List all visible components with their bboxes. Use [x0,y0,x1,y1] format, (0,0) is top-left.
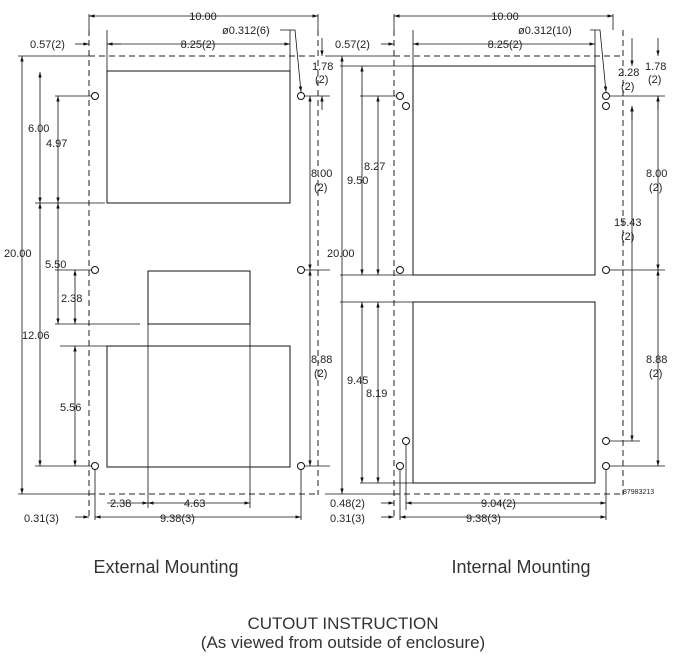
mount-hole [297,266,305,274]
lower-cutout [106,345,291,468]
int-right-15-43: 15.43 [614,217,642,229]
mount-hole [402,437,410,445]
external-mounting-diagram: 10.00 8.25(2) 0.57(2) ø0.312(6) 1.78 (2)… [4,11,333,525]
ext-overall-height: 20.00 [4,248,32,260]
ext-right-8-88-qty: (2) [314,368,327,380]
int-dim-8-27: 8.27 [364,161,385,173]
int-bottom-left-a: 0.48(2) [330,498,365,510]
int-dim-8-19: 8.19 [366,388,387,400]
int-bottom-9-04: 9.04(2) [481,498,516,510]
external-caption: External Mounting [93,557,238,577]
int-bottom-left-b: 0.31(3) [330,513,365,525]
int-right-8-00-qty: (2) [649,182,662,194]
int-right-8-00: 8.00 [646,168,667,180]
ext-top-offset: 1.78 [312,61,333,73]
int-overall-height: 20.00 [327,248,355,260]
int-overall-width: 10.00 [491,11,519,23]
ext-dim-6-00: 6.00 [28,123,49,135]
int-right-15-43-qty: (2) [621,231,634,243]
mount-hole [396,462,404,470]
upper-cutout [412,65,596,276]
int-top-2-28: 2.28 [618,67,639,79]
cutout-subtitle: (As viewed from outside of enclosure) [201,633,485,652]
ext-overall-width: 10.00 [189,11,217,23]
lower-cutout [412,301,596,484]
int-top-1-78: 1.78 [645,61,666,73]
int-right-8-88: 8.88 [646,354,667,366]
ext-top-offset-qty: (2) [315,74,328,86]
int-top-1-78-qty: (2) [648,74,661,86]
ext-bottom-2-38: 2.38 [110,498,131,510]
ext-dim-2-38: 2.38 [61,293,82,305]
int-dim-9-45: 9.45 [347,375,368,387]
upper-cutout [106,70,291,204]
int-bottom-9-38: 9.38(3) [466,513,501,525]
internal-mounting-diagram: 10.00 8.25(2) 0.57(2) ø0.312(10) 2.28 (2… [325,11,667,525]
ext-hole-dia: ø0.312(6) [222,25,270,37]
int-right-8-88-qty: (2) [649,368,662,380]
mount-hole [396,266,404,274]
mount-hole [91,92,99,100]
int-dim-9-50: 9.50 [347,175,368,187]
ext-bottom-left: 0.31(3) [24,513,59,525]
mount-hole [602,437,610,445]
drawing-ref: 87983213 [623,489,654,496]
ext-dim-4-97: 4.97 [46,138,67,150]
cutout-title: CUTOUT INSTRUCTION [247,614,438,633]
int-inner-width: 8.25(2) [488,39,523,51]
int-hole-dia: ø0.312(10) [518,25,572,37]
ext-left-offset: 0.57(2) [30,39,65,51]
ext-bottom-9-38: 9.38(3) [160,513,195,525]
mount-hole [297,462,305,470]
internal-caption: Internal Mounting [451,557,590,577]
int-top-2-28-qty: (2) [621,81,634,93]
ext-right-8-00: 8.00 [311,168,332,180]
mount-hole [602,462,610,470]
ext-dim-5-50: 5.50 [45,259,66,271]
ext-dim-5-56: 5.56 [60,402,81,414]
mount-hole [297,92,305,100]
ext-dim-12-06: 12.06 [22,330,50,342]
int-left-offset: 0.57(2) [335,39,370,51]
ext-right-8-88: 8.88 [311,354,332,366]
mount-hole [91,266,99,274]
ext-bottom-4-63: 4.63 [184,498,205,510]
mount-hole [602,92,610,100]
ext-right-8-00-qty: (2) [314,182,327,194]
ext-inner-width: 8.25(2) [181,39,216,51]
mount-hole [396,92,404,100]
mount-hole [602,102,610,110]
middle-cutout [147,270,251,325]
mount-hole [91,462,99,470]
mount-hole [602,266,610,274]
mount-hole [402,102,410,110]
